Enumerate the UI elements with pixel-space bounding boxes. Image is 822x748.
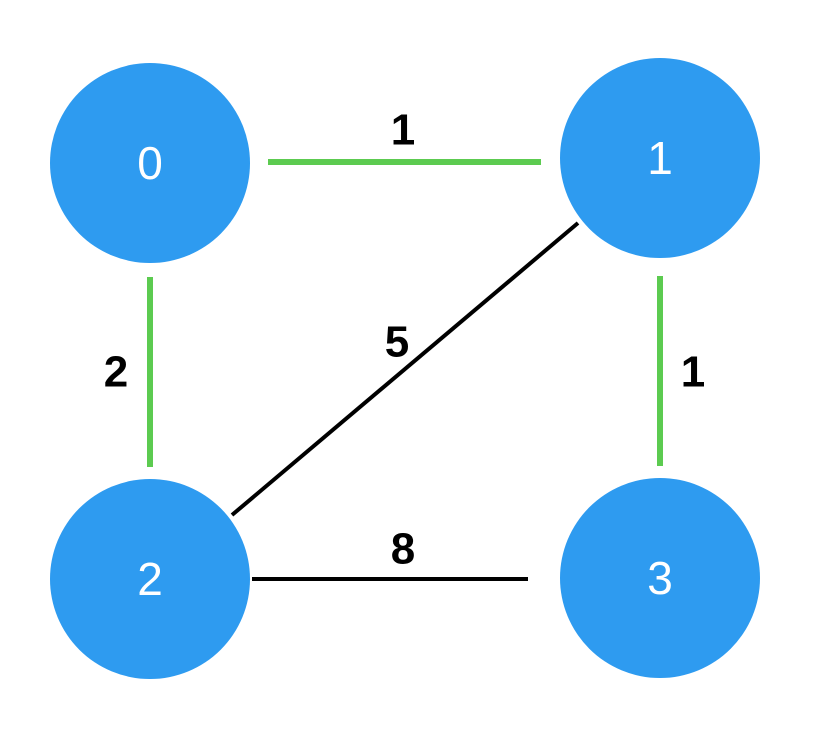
node-3-label: 3 — [647, 552, 673, 604]
graph-node-0 — [50, 63, 250, 263]
edge-1-2-weight-label: 5 — [385, 318, 409, 367]
node-1-label: 1 — [647, 132, 673, 184]
edge-2-3-weight-label: 8 — [391, 525, 415, 574]
node-2-label: 2 — [137, 553, 163, 605]
edge-0-2-weight-label: 2 — [104, 348, 128, 397]
graph-node-3 — [560, 478, 760, 678]
edge-1-3-weight-label: 1 — [681, 348, 705, 397]
graph-node-1 — [560, 58, 760, 258]
graph-node-2 — [50, 479, 250, 679]
edge-0-1-weight-label: 1 — [391, 106, 415, 155]
edge-1-2-line — [230, 221, 580, 517]
node-0-label: 0 — [137, 137, 163, 189]
